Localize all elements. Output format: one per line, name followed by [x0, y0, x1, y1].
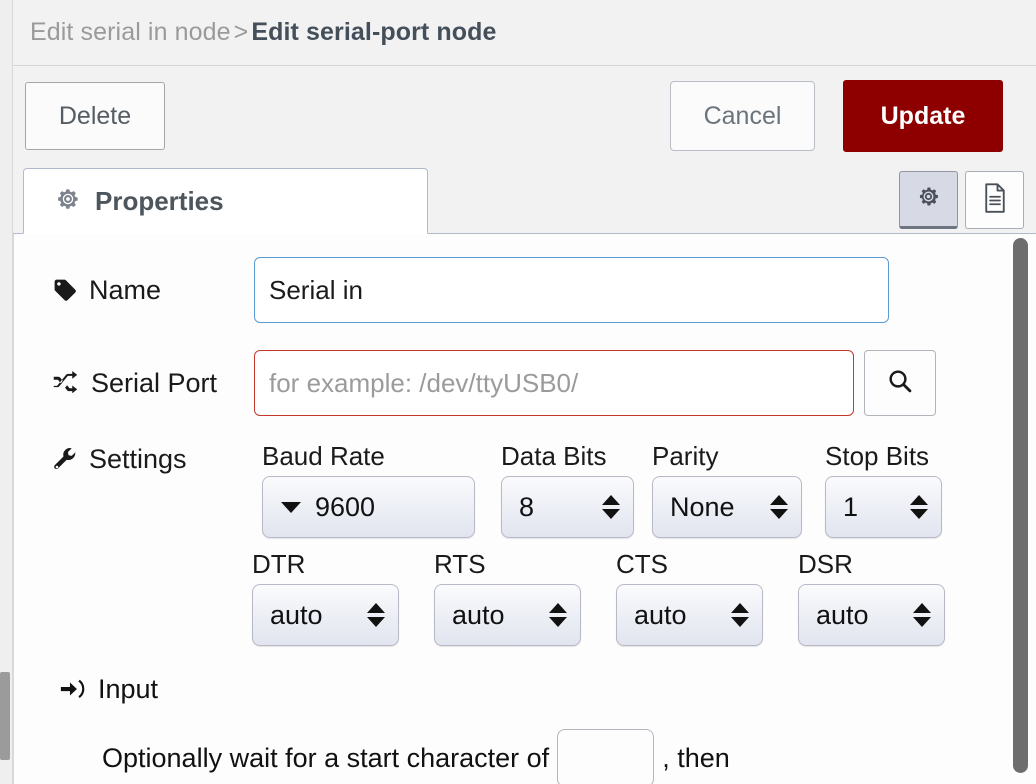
baud-rate-value: 9600 — [315, 491, 376, 522]
breadcrumb-separator: > — [233, 18, 249, 46]
dsr-label: DSR — [798, 549, 853, 579]
shuffle-icon — [52, 370, 80, 396]
dsr-value: auto — [816, 599, 869, 630]
stepper-icon — [602, 495, 620, 519]
stop-bits-label: Stop Bits — [825, 441, 930, 471]
select-group-parity: Parity None — [652, 441, 802, 538]
dsr-select[interactable]: auto — [798, 584, 945, 646]
description-icon — [982, 182, 1008, 218]
field-row-serial-port: Serial Port — [14, 347, 999, 419]
select-group-dtr: DTR auto — [252, 549, 399, 646]
stepper-icon — [731, 603, 749, 627]
tab-properties-label: Properties — [95, 185, 224, 216]
tab-strip: Properties — [13, 166, 1036, 234]
name-label-text: Name — [89, 274, 162, 305]
cts-label: CTS — [616, 549, 668, 579]
stop-bits-value: 1 — [843, 491, 859, 522]
delete-button[interactable]: Delete — [25, 82, 165, 150]
input-section-label: Input — [98, 674, 159, 704]
cts-value: auto — [634, 599, 687, 630]
dialog-header: Edit serial in node>Edit serial-port nod… — [13, 0, 1036, 66]
settings-label: Settings — [14, 444, 254, 475]
select-group-rts: RTS auto — [434, 549, 581, 646]
data-bits-value: 8 — [519, 491, 535, 522]
rts-value: auto — [452, 599, 505, 630]
dtr-value: auto — [270, 599, 323, 630]
gear-icon — [54, 185, 82, 218]
cts-select[interactable]: auto — [616, 584, 763, 646]
breadcrumb: Edit serial in node>Edit serial-port nod… — [13, 18, 497, 47]
tab-properties[interactable]: Properties — [23, 168, 428, 234]
window-left-edge — [0, 0, 13, 784]
stepper-icon — [770, 495, 788, 519]
start-character-text-before: Optionally wait for a start character of — [102, 742, 550, 773]
select-group-data-bits: Data Bits 8 — [501, 441, 634, 538]
description-icon-button[interactable] — [965, 171, 1024, 229]
stepper-icon — [367, 603, 385, 627]
select-group-baud-rate: Baud Rate 9600 — [262, 441, 475, 538]
data-bits-label: Data Bits — [501, 441, 607, 471]
rts-label: RTS — [434, 549, 486, 579]
update-button[interactable]: Update — [843, 80, 1003, 152]
name-label: Name — [14, 275, 254, 306]
vertical-scrollbar-thumb[interactable] — [1013, 238, 1028, 773]
serial-port-search-button[interactable] — [864, 350, 936, 416]
data-bits-select[interactable]: 8 — [501, 476, 634, 538]
properties-panel: Name Serial Port — [13, 234, 1036, 784]
rts-select[interactable]: auto — [434, 584, 581, 646]
field-row-settings: Settings — [14, 439, 999, 479]
select-group-cts: CTS auto — [616, 549, 763, 646]
stepper-icon — [549, 603, 567, 627]
stepper-icon — [913, 603, 931, 627]
stepper-icon — [910, 495, 928, 519]
input-section-heading: Input — [60, 674, 158, 705]
serial-port-label: Serial Port — [14, 368, 254, 399]
tab-strip-divider — [13, 233, 1036, 234]
tab-icon-buttons — [899, 171, 1024, 229]
breadcrumb-current: Edit serial-port node — [251, 18, 497, 46]
gear-icon — [915, 183, 942, 215]
search-icon — [886, 367, 914, 400]
start-character-line: Optionally wait for a start character of… — [102, 729, 730, 784]
name-input[interactable] — [254, 257, 889, 323]
baud-rate-label: Baud Rate — [262, 441, 385, 471]
wrench-icon — [52, 446, 78, 472]
dtr-select[interactable]: auto — [252, 584, 399, 646]
field-row-name: Name — [14, 254, 999, 326]
serial-port-form: Name Serial Port — [14, 234, 999, 784]
gear-icon-button[interactable] — [899, 171, 958, 229]
serial-port-input[interactable] — [254, 350, 854, 416]
select-group-dsr: DSR auto — [798, 549, 945, 646]
horizontal-scrollbar-thumb[interactable] — [0, 672, 10, 760]
serial-port-label-text: Serial Port — [91, 367, 218, 398]
vertical-scrollbar[interactable] — [1012, 234, 1034, 784]
dtr-label: DTR — [252, 549, 306, 579]
dialog-action-bar: Delete Cancel Update — [13, 67, 1036, 157]
parity-value: None — [670, 491, 735, 522]
chevron-down-icon — [281, 501, 301, 513]
baud-rate-select[interactable]: 9600 — [262, 476, 475, 538]
parity-label: Parity — [652, 441, 719, 471]
start-character-input[interactable] — [557, 729, 655, 784]
select-group-stop-bits: Stop Bits 1 — [825, 441, 942, 538]
stop-bits-select[interactable]: 1 — [825, 476, 942, 538]
cancel-button[interactable]: Cancel — [670, 81, 815, 151]
tag-icon — [52, 277, 78, 303]
sign-in-icon — [60, 678, 86, 702]
start-character-text-after: , then — [662, 742, 730, 773]
settings-label-text: Settings — [89, 443, 187, 474]
parity-select[interactable]: None — [652, 476, 802, 538]
breadcrumb-previous[interactable]: Edit serial in node — [30, 18, 231, 46]
